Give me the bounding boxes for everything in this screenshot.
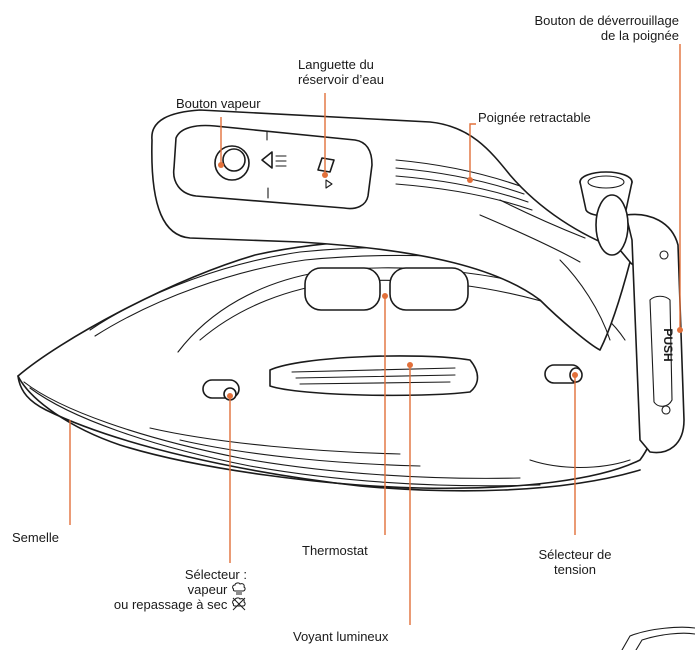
voltage-selector-line2: tension (554, 562, 596, 577)
water-cup-partial (621, 626, 695, 650)
retractable-handle-shape (151, 109, 633, 351)
steam-button-label: Bouton vapeur (176, 96, 261, 111)
steam-dry-selector-label: Sélecteur : vapeur ou repassage à sec (114, 567, 247, 612)
steam-dry-selector-line2: vapeur (114, 582, 247, 597)
water-tab-label-line1: Languette du (298, 57, 374, 72)
steam-dry-selector-line3: ou repassage à sec (114, 597, 247, 612)
voltage-selector-label: Sélecteur de tension (512, 547, 638, 577)
steam-cloud-icon (232, 582, 246, 595)
release-button-label-line1: Bouton de déverrouillage (534, 13, 679, 28)
water-tab-label: Languette du réservoir d’eau (298, 57, 384, 87)
iron-body (17, 213, 685, 492)
water-tab-label-line2: réservoir d’eau (298, 72, 384, 87)
soleplate-label: Semelle (12, 530, 59, 545)
release-button-label: Bouton de déverrouillage de la poignée (534, 13, 679, 43)
retractable-handle-label: Poignée retractable (478, 110, 591, 125)
steam-option-text: vapeur (187, 582, 228, 597)
release-button-label-line2: de la poignée (600, 28, 679, 43)
voltage-selector-line1: Sélecteur de (538, 547, 612, 562)
leader-lines (69, 44, 683, 625)
dry-option-text: ou repassage à sec (113, 597, 228, 612)
indicator-light-label: Voyant lumineux (293, 629, 389, 644)
thermostat-label: Thermostat (302, 543, 368, 558)
dry-iron-crossed-icon (232, 597, 246, 611)
steam-dry-selector-line1: Sélecteur : (184, 567, 247, 582)
push-text: PUSH (661, 328, 675, 361)
